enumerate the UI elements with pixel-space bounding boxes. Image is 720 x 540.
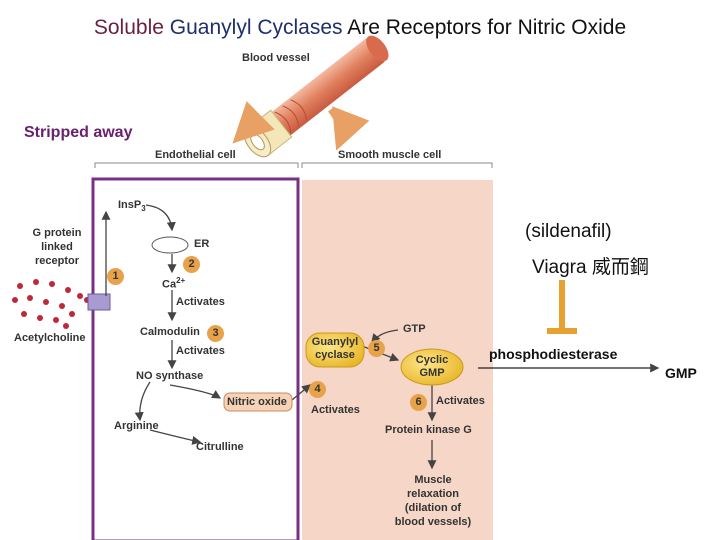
endothelial-cell-region (91, 177, 300, 540)
er-organelle (151, 236, 189, 254)
viagra-inhibition-symbol (547, 280, 577, 334)
muscle-relaxation-line3: (dilation of (404, 502, 462, 514)
nitric-oxide-label: Nitric oxide (227, 396, 287, 408)
smooth-muscle-cell-label: Smooth muscle cell (338, 149, 442, 161)
guanylyl-cyclase-shape (305, 332, 365, 368)
g-protein-receptor-label: G protein linked receptor (26, 226, 88, 268)
citrulline-label: Citrulline (196, 441, 244, 453)
cyclic-gmp-label: Cyclic GMP (401, 354, 463, 380)
calmodulin-label: Calmodulin (140, 326, 200, 338)
muscle-relaxation-label: Muscle relaxation (dilation of blood ves… (386, 473, 480, 529)
protein-kinase-g-label: Protein kinase G (385, 424, 472, 436)
muscle-relaxation-line2: relaxation (407, 488, 459, 500)
step-badge-1: 1 (107, 268, 124, 285)
g-protein-line3: receptor (34, 255, 80, 267)
er-label: ER (194, 238, 210, 250)
title-soluble: Soluble (93, 16, 164, 39)
activates-label-6: Activates (436, 395, 485, 407)
calcium-text: Ca (162, 278, 177, 291)
activates-label-4: Activates (311, 404, 360, 416)
phosphodiesterase-label: phosphodiesterase (489, 346, 618, 362)
viagra-label: Viagra 威而鋼 (532, 257, 649, 278)
calcium-superscript: 2+ (176, 276, 186, 285)
activates-label-2: Activates (176, 345, 225, 357)
g-protein-line1: G protein (32, 227, 82, 239)
muscle-relaxation-line4: blood vessels) (394, 516, 472, 528)
no-synthase-label: NO synthase (136, 370, 204, 382)
step-badge-3: 3 (207, 325, 224, 342)
nitric-oxide-box (223, 392, 293, 412)
calcium-label: Ca2+ (162, 276, 185, 291)
guanylyl-line1: Guanylyl (311, 336, 359, 348)
step-badge-4: 4 (309, 381, 326, 398)
arginine-label: Arginine (114, 420, 159, 432)
cyclic-gmp-shape (400, 348, 464, 386)
blood-vessel-label: Blood vessel (242, 52, 310, 64)
title-guanylyl-cyclases: Guanylyl Cyclases (169, 16, 343, 39)
guanylyl-cyclase-label: Guanylyl cyclase (306, 336, 364, 362)
g-protein-receptor (87, 293, 111, 311)
cyclic-gmp-line2: GMP (419, 367, 445, 379)
guanylyl-line2: cyclase (315, 349, 355, 361)
step-badge-5: 5 (368, 340, 385, 357)
step-badge-2: 2 (183, 256, 200, 273)
activates-label-1: Activates (176, 296, 225, 308)
endothelial-cell-label: Endothelial cell (155, 149, 236, 161)
g-protein-line2: linked (41, 241, 73, 253)
sildenafil-label: (sildenafil) (525, 221, 612, 242)
gtp-label: GTP (403, 323, 426, 335)
stripped-away-label: Stripped away (24, 124, 133, 141)
slide-title: Soluble Guanylyl Cyclases Are Receptors … (0, 16, 720, 40)
gmp-label: GMP (665, 365, 697, 381)
insp3-label: InsP3 (118, 199, 146, 213)
title-receptors: Are Receptors for Nitric Oxide (347, 16, 627, 39)
muscle-relaxation-line1: Muscle (414, 474, 452, 486)
cyclic-gmp-line1: Cyclic (415, 354, 449, 366)
step-badge-6: 6 (410, 394, 427, 411)
acetylcholine-molecules (12, 279, 90, 329)
blood-vessel-illustration (232, 35, 389, 158)
insp3-subscript: 3 (141, 204, 146, 214)
acetylcholine-label: Acetylcholine (14, 332, 86, 344)
insp3-text: InsP (118, 199, 142, 211)
